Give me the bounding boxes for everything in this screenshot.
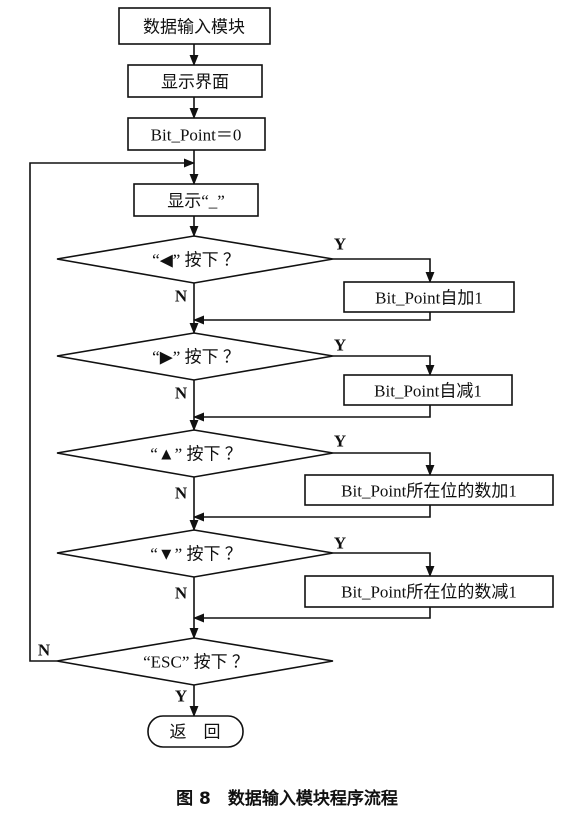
edge-up-action-merge bbox=[192, 505, 431, 522]
node-start-box bbox=[118, 7, 271, 45]
flag-right-no: N bbox=[175, 384, 188, 403]
node-return-label: 返 回 bbox=[170, 723, 221, 742]
node-esc-check-diamond bbox=[56, 637, 334, 686]
node-right-check-diamond bbox=[56, 332, 334, 381]
node-right-check-label: “▶” 按下 ？ bbox=[152, 348, 240, 367]
node-return-terminal bbox=[147, 715, 244, 748]
node-show-ui-label: 显示界面 bbox=[161, 73, 229, 92]
edge-up-check-yes bbox=[333, 452, 435, 477]
edge-esc-check-no-loop bbox=[29, 158, 196, 662]
node-right-action-label: Bit_Point自减1 bbox=[374, 382, 482, 401]
node-up-action-box bbox=[304, 474, 554, 506]
node-show-ui-box bbox=[127, 64, 263, 98]
flag-down-no: N bbox=[175, 584, 188, 603]
node-up-check-label: “▲” 按下 ？ bbox=[150, 445, 241, 464]
node-down-check-diamond bbox=[56, 529, 334, 578]
node-right-action-box bbox=[343, 374, 513, 406]
node-left-check-label: “◀” 按下 ？ bbox=[152, 251, 240, 270]
edge-down-check-yes bbox=[333, 552, 435, 578]
flag-esc-yes: Y bbox=[175, 687, 187, 706]
flag-left-no: N bbox=[175, 287, 188, 306]
node-left-check-diamond bbox=[56, 235, 334, 284]
node-init-box bbox=[127, 117, 266, 151]
edge-left-check-yes bbox=[333, 258, 435, 284]
figure-caption: 图 8 数据输入模块程序流程 bbox=[176, 788, 398, 809]
node-left-action-box bbox=[343, 281, 515, 313]
node-down-check-label: “▼” 按下 ？ bbox=[150, 545, 241, 564]
edge-left-action-merge bbox=[192, 312, 431, 325]
node-init-label: Bit_Point＝0 bbox=[151, 126, 242, 145]
node-left-action-label: Bit_Point自加1 bbox=[375, 289, 483, 308]
flag-left-yes: Y bbox=[334, 235, 346, 254]
edge-right-check-yes bbox=[333, 355, 435, 377]
flag-up-yes: Y bbox=[334, 432, 346, 451]
flag-up-no: N bbox=[175, 484, 188, 503]
node-up-check-diamond bbox=[56, 429, 334, 478]
node-show-cursor-box bbox=[133, 183, 259, 217]
flag-esc-no: N bbox=[38, 641, 51, 660]
flag-down-yes: Y bbox=[334, 534, 346, 553]
node-esc-check-label: “ESC” 按下 ？ bbox=[143, 653, 249, 672]
node-up-action-label: Bit_Point所在位的数加1 bbox=[341, 482, 517, 501]
node-start-label: 数据输入模块 bbox=[143, 18, 245, 37]
edge-down-action-merge bbox=[192, 607, 431, 623]
node-show-cursor-label: 显示“_” bbox=[167, 192, 225, 211]
node-down-action-box bbox=[304, 575, 554, 608]
node-down-action-label: Bit_Point所在位的数减1 bbox=[341, 583, 517, 602]
edge-right-action-merge bbox=[192, 405, 431, 422]
flag-right-yes: Y bbox=[334, 336, 346, 355]
